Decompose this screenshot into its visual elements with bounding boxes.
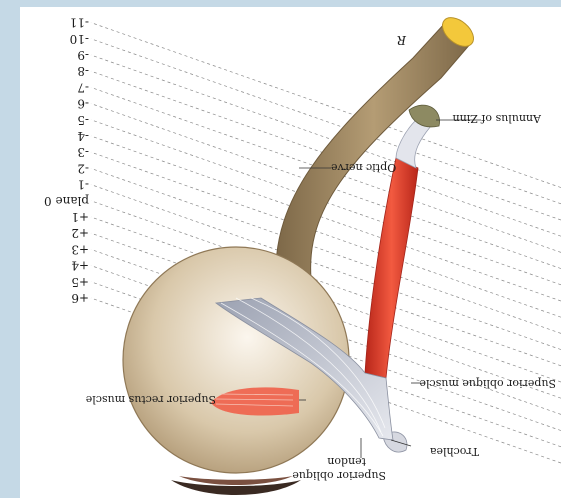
diagram-panel: Annulus of Zinn Optic nerve Superior rec… (20, 7, 561, 498)
plane-label: -5 (77, 113, 89, 127)
label-annulus-of-zinn: Annulus of Zinn (453, 112, 542, 125)
label-optic-nerve: Optic nerve (331, 161, 396, 174)
plane-label: -3 (77, 145, 89, 159)
label-superior-oblique-muscle: Superior oblique muscle (419, 377, 556, 390)
plane-label: -4 (77, 129, 89, 143)
plane-label: +2 (71, 226, 89, 240)
plane-label: -2 (77, 161, 89, 175)
orbit-anatomy-diagram: Annulus of Zinn Optic nerve Superior rec… (20, 7, 561, 498)
superior-oblique-origin (396, 120, 431, 168)
plane-label: +6 (71, 291, 89, 305)
plane-labels: -11 -10 -9 -8 -7 -6 -5 -4 -3 -2 -1 plane 0 +1 +2 +3 +4 +… (44, 16, 89, 305)
plane-label: -7 (77, 80, 89, 94)
label-superior-oblique-tendon: Superior oblique (292, 469, 386, 482)
plane-label: -6 (77, 97, 89, 111)
plane-label: +3 (71, 242, 89, 256)
plane-label: -9 (77, 48, 89, 62)
plane-label: +1 (71, 210, 89, 224)
optic-nerve-shape (276, 22, 471, 278)
plane-label: -11 (70, 16, 89, 30)
flipped-illustration: Annulus of Zinn Optic nerve Superior rec… (20, 7, 561, 498)
plane-label: -8 (77, 64, 89, 78)
plane-label: -1 (77, 178, 89, 192)
label-trochlea: Trochlea (430, 445, 479, 458)
plane-label: -10 (70, 32, 89, 46)
superior-oblique-muscle (365, 158, 418, 378)
plane-label: +4 (71, 259, 89, 273)
iris (179, 476, 293, 485)
plane-label: +5 (71, 275, 89, 289)
label-superior-oblique-tendon-2: tendon (327, 455, 366, 468)
label-superior-rectus: Superior rectus muscle (86, 393, 216, 406)
plane-label: plane 0 (44, 194, 89, 208)
side-marker-label: R (397, 33, 407, 47)
